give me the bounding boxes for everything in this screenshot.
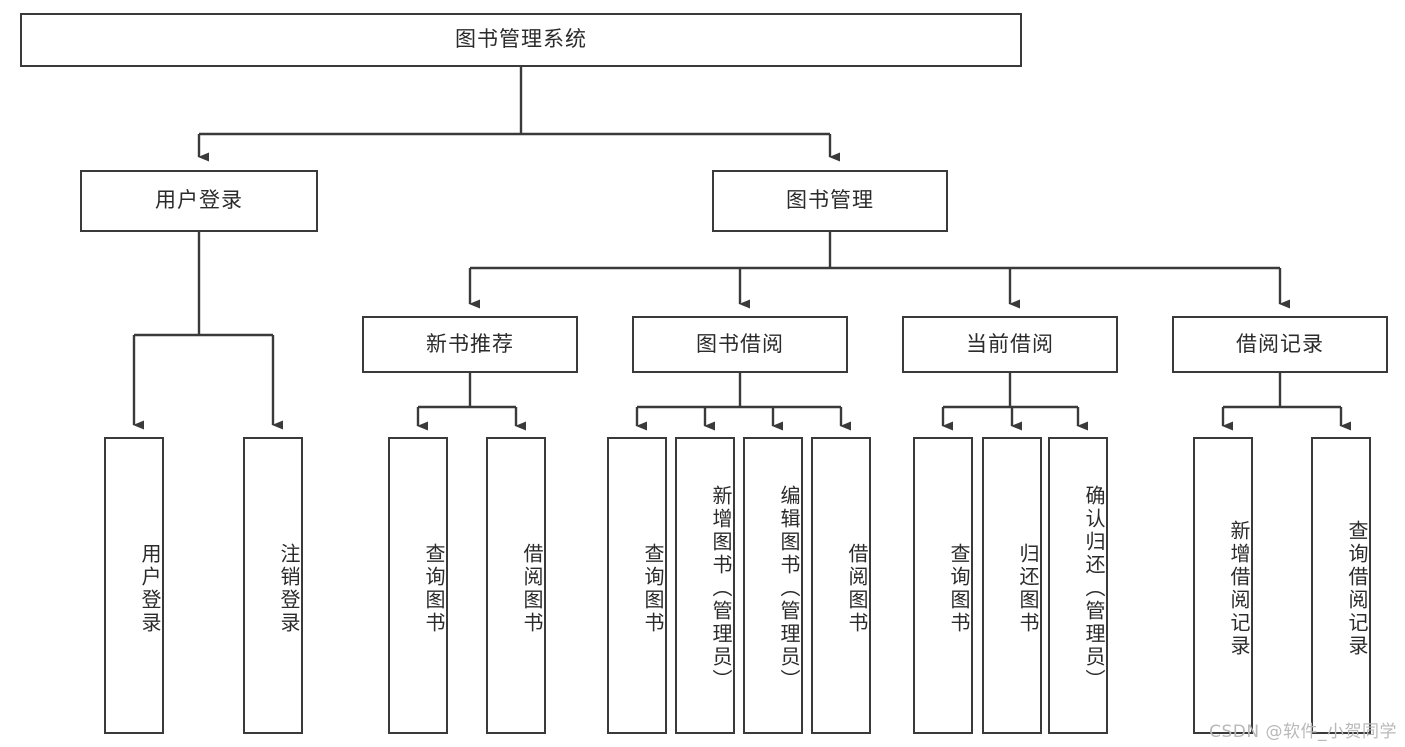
leaf-add-record-label: 新增借阅记录 <box>1227 519 1251 658</box>
leaf-add-record[interactable]: 新增借阅记录 <box>1193 437 1253 734</box>
leaf-borrow-book-2-label: 借阅图书 <box>845 542 869 635</box>
leaf-query-book-3[interactable]: 查询图书 <box>913 437 973 734</box>
leaf-query-book-2[interactable]: 查询图书 <box>607 437 667 734</box>
node-book-manage[interactable]: 图书管理 <box>712 170 948 232</box>
node-new-book-rec-label: 新书推荐 <box>426 331 514 356</box>
leaf-return-book[interactable]: 归还图书 <box>982 437 1042 734</box>
node-user-login[interactable]: 用户登录 <box>80 170 318 232</box>
leaf-edit-book[interactable]: 编辑图书（管理员） <box>743 437 803 734</box>
node-root-label: 图书管理系统 <box>455 27 587 52</box>
leaf-query-book-1[interactable]: 查询图书 <box>388 437 448 734</box>
leaf-borrow-book-1-label: 借阅图书 <box>520 542 544 635</box>
node-root[interactable]: 图书管理系统 <box>20 13 1022 67</box>
node-current-borrow-label: 当前借阅 <box>966 331 1054 356</box>
leaf-confirm-return[interactable]: 确认归还（管理员） <box>1048 437 1108 734</box>
node-user-login-label: 用户登录 <box>155 188 243 213</box>
leaf-borrow-book-2[interactable]: 借阅图书 <box>811 437 871 734</box>
leaf-borrow-book-1[interactable]: 借阅图书 <box>486 437 546 734</box>
node-new-book-rec[interactable]: 新书推荐 <box>362 316 578 373</box>
leaf-query-book-1-label: 查询图书 <box>422 542 446 635</box>
leaf-return-book-label: 归还图书 <box>1016 542 1040 635</box>
node-book-borrow[interactable]: 图书借阅 <box>632 316 848 373</box>
leaf-query-record-label: 查询借阅记录 <box>1345 519 1369 658</box>
leaf-edit-book-label: 编辑图书（管理员） <box>777 485 801 692</box>
leaf-user-login[interactable]: 用户登录 <box>104 437 164 734</box>
node-borrow-record[interactable]: 借阅记录 <box>1172 316 1388 373</box>
node-borrow-record-label: 借阅记录 <box>1236 331 1324 356</box>
node-book-borrow-label: 图书借阅 <box>696 331 784 356</box>
leaf-user-login-label: 用户登录 <box>138 542 162 635</box>
leaf-logout-label: 注销登录 <box>277 542 301 635</box>
leaf-logout[interactable]: 注销登录 <box>243 437 303 734</box>
node-book-manage-label: 图书管理 <box>786 188 874 213</box>
leaf-query-record[interactable]: 查询借阅记录 <box>1311 437 1371 734</box>
leaf-confirm-return-label: 确认归还（管理员） <box>1082 485 1106 692</box>
leaf-add-book[interactable]: 新增图书（管理员） <box>675 437 735 734</box>
leaf-query-book-2-label: 查询图书 <box>641 542 665 635</box>
leaf-query-book-3-label: 查询图书 <box>947 542 971 635</box>
node-current-borrow[interactable]: 当前借阅 <box>902 316 1118 373</box>
leaf-add-book-label: 新增图书（管理员） <box>709 485 733 692</box>
